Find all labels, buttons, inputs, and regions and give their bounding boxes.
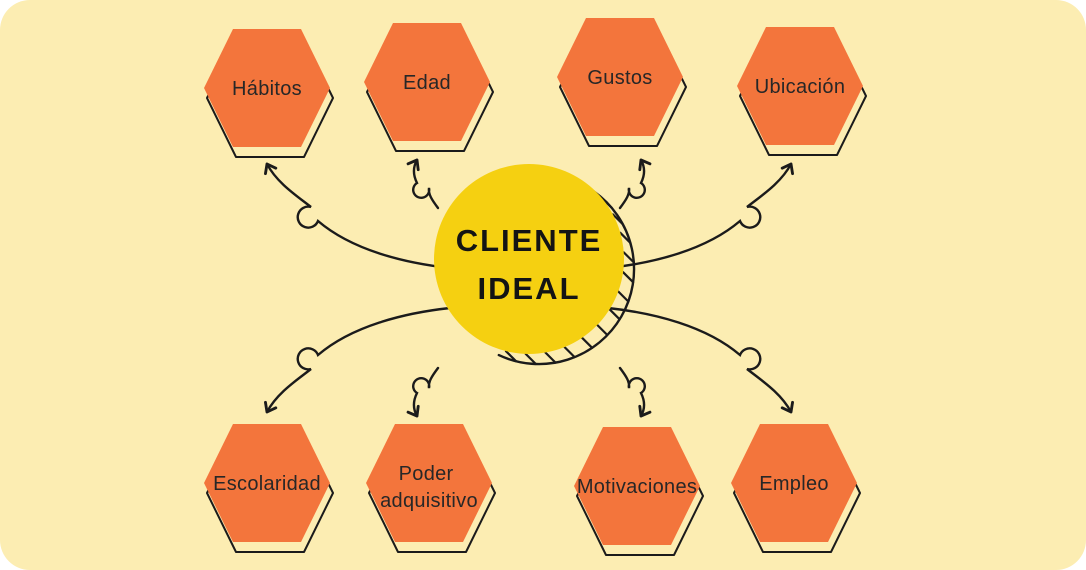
node-edad: Edad — [364, 23, 494, 152]
node-label: Motivaciones — [577, 476, 697, 498]
center-node: CLIENTE IDEAL — [434, 164, 636, 366]
center-shadow-hatching — [504, 196, 635, 365]
nodes: Hábitos Edad Gustos Ubicación Escola — [204, 18, 867, 556]
node-label: Edad — [403, 72, 451, 94]
node-empleo: Empleo — [731, 424, 861, 553]
node-habitos: Hábitos — [204, 29, 334, 158]
node-motivaciones: Motivaciones — [574, 427, 704, 556]
node-ubicacion: Ubicación — [737, 27, 867, 156]
node-poder-adquisitivo: Poder adquisitivo — [366, 424, 496, 553]
node-escolaridad: Escolaridad — [204, 424, 334, 553]
node-label: Empleo — [759, 473, 829, 495]
node-label: Escolaridad — [213, 473, 321, 495]
node-label: Poder adquisitivo — [380, 463, 478, 512]
center-circle — [434, 164, 624, 354]
center-title-line1: CLIENTE — [456, 223, 603, 258]
node-label: Ubicación — [755, 76, 846, 98]
node-label: Hábitos — [232, 78, 302, 100]
node-gustos: Gustos — [557, 18, 687, 147]
node-label: Gustos — [587, 67, 652, 89]
center-title-line2: IDEAL — [478, 271, 581, 306]
